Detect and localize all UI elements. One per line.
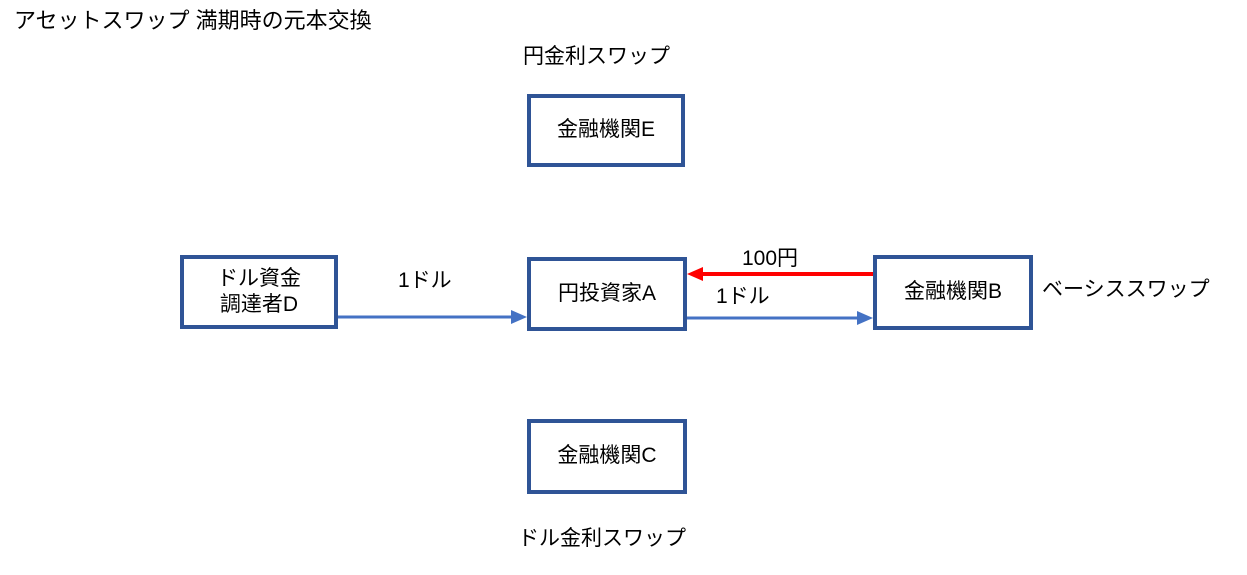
label-yen-interest-rate-swap: 円金利スワップ — [523, 45, 670, 68]
node-label-line1: ドル資金 — [217, 266, 301, 290]
node-financial-institution-b: 金融機関B — [873, 255, 1033, 330]
node-label: 金融機関B — [903, 280, 1002, 304]
flow-label-a-to-b: 1ドル — [716, 285, 770, 308]
node-dollar-funder-d: ドル資金 調達者D — [180, 255, 338, 329]
node-financial-institution-c: 金融機関C — [527, 419, 687, 494]
flow-label-b-to-a: 100円 — [742, 247, 799, 270]
page-title: アセットスワップ 満期時の元本交換 — [14, 8, 372, 33]
arrowhead-right-icon — [511, 310, 527, 324]
arrowhead-left-icon — [687, 267, 703, 281]
node-label-line2: 調達者D — [219, 293, 299, 316]
node-label: 金融機関C — [557, 444, 657, 468]
flow-label-d-to-a: 1ドル — [398, 269, 452, 292]
label-dollar-interest-rate-swap: ドル金利スワップ — [518, 527, 686, 550]
node-yen-investor-a: 円投資家A — [527, 257, 687, 331]
arrowhead-right-icon — [857, 311, 873, 325]
node-label: 金融機関E — [556, 118, 655, 142]
node-label: 円投資家A — [557, 281, 656, 305]
node-financial-institution-e: 金融機関E — [527, 94, 685, 167]
arrow-a-to-b — [687, 311, 873, 325]
label-basis-swap: ベーシススワップ — [1042, 278, 1210, 301]
arrow-d-to-a — [338, 310, 527, 324]
